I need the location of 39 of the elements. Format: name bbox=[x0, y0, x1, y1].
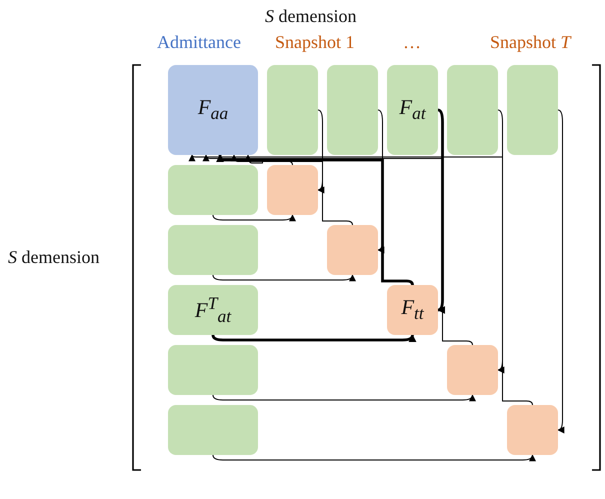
matrix-label: F$_{tt}$ bbox=[401, 297, 424, 323]
matrix-block bbox=[447, 345, 498, 395]
matrix-block bbox=[168, 405, 258, 455]
arrow bbox=[557, 110, 565, 433]
arrow bbox=[216, 154, 414, 286]
matrix-block bbox=[168, 65, 258, 155]
matrix-block bbox=[168, 225, 258, 275]
axis-title: S demension bbox=[8, 248, 100, 268]
arrow bbox=[317, 110, 325, 193]
matrix-block bbox=[267, 65, 318, 155]
arrow bbox=[230, 154, 353, 226]
axis-title: S demension bbox=[265, 7, 356, 27]
matrix-block bbox=[168, 285, 258, 335]
matrix-block bbox=[168, 165, 258, 215]
matrix-label: F$_{aa}$ bbox=[198, 97, 228, 123]
matrix-block bbox=[267, 165, 318, 215]
arrow bbox=[212, 274, 356, 282]
matrix-block bbox=[327, 65, 378, 155]
column-header: Admittance bbox=[157, 33, 241, 53]
arrow bbox=[202, 154, 473, 346]
arrow bbox=[212, 454, 536, 462]
matrix-block bbox=[327, 225, 378, 275]
column-header: Snapshot 1 bbox=[275, 33, 355, 53]
matrix-block bbox=[507, 405, 558, 455]
arrow bbox=[377, 110, 385, 253]
matrix-block bbox=[387, 65, 438, 155]
matrix-block bbox=[447, 65, 498, 155]
column-header: … bbox=[403, 33, 421, 53]
arrow bbox=[437, 108, 446, 314]
matrix-block bbox=[387, 285, 438, 335]
column-header: Snapshot T bbox=[490, 33, 571, 53]
arrow bbox=[244, 154, 293, 166]
matrix-block bbox=[168, 345, 258, 395]
matrix-block bbox=[507, 65, 558, 155]
matrix-label: F$_{at}$ bbox=[399, 97, 426, 123]
arrow bbox=[189, 154, 533, 406]
arrow bbox=[212, 214, 296, 222]
arrow bbox=[212, 394, 476, 402]
arrow bbox=[497, 110, 505, 373]
